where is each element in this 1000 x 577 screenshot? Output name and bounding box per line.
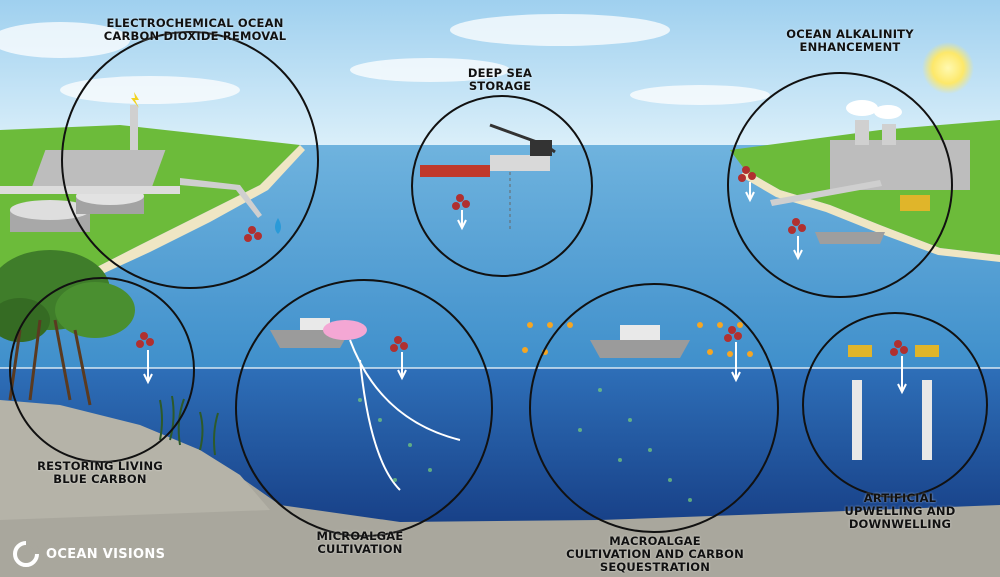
clouds [0, 14, 770, 105]
circle-deep-sea [411, 95, 593, 277]
right-beach [740, 170, 1000, 262]
algae-particles [358, 388, 692, 502]
down-arrows [143, 182, 907, 491]
upwelling-pipes [848, 345, 939, 460]
label-alkalinity: OCEAN ALKALINITY ENHANCEMENT [786, 27, 914, 54]
label-blue-carbon: RESTORING LIVING BLUE CARBON [37, 459, 163, 486]
water-drop-icon [275, 218, 281, 234]
label-upwelling: ARTIFICIAL UPWELLING AND DOWNWELLING [844, 491, 956, 531]
label-macroalgae: MACROALGAE CULTIVATION AND CARBON SEQUES… [566, 534, 744, 574]
circle-macroalgae [529, 283, 779, 533]
left-beach [95, 145, 305, 275]
label-microalgae: MICROALGAE CULTIVATION [316, 529, 404, 556]
circle-blue-carbon [9, 277, 195, 463]
kelp-buoys [522, 322, 753, 357]
ocean-visions-logo-icon [13, 540, 40, 567]
seafloor-left [0, 400, 270, 520]
circle-electrochemical [61, 31, 319, 289]
microalgae-boat [270, 318, 367, 348]
label-deep-sea: DEEP SEA STORAGE [467, 66, 533, 93]
macroalgae-boat [590, 325, 690, 358]
deep-sea-vessel [420, 123, 556, 230]
seafloor [0, 420, 1000, 577]
sun-icon [922, 42, 974, 94]
circle-alkalinity [727, 72, 953, 298]
logo-text: OCEAN VISIONS [46, 546, 166, 562]
circle-upwelling [802, 312, 988, 498]
circle-microalgae [235, 279, 493, 537]
highlight-circles [9, 31, 988, 537]
label-electrochemical: ELECTROCHEMICAL OCEAN CARBON DIOXIDE REM… [103, 16, 287, 43]
co2-molecule-icons [136, 166, 908, 356]
ocean-visions-logo: OCEAN VISIONS [12, 540, 165, 568]
